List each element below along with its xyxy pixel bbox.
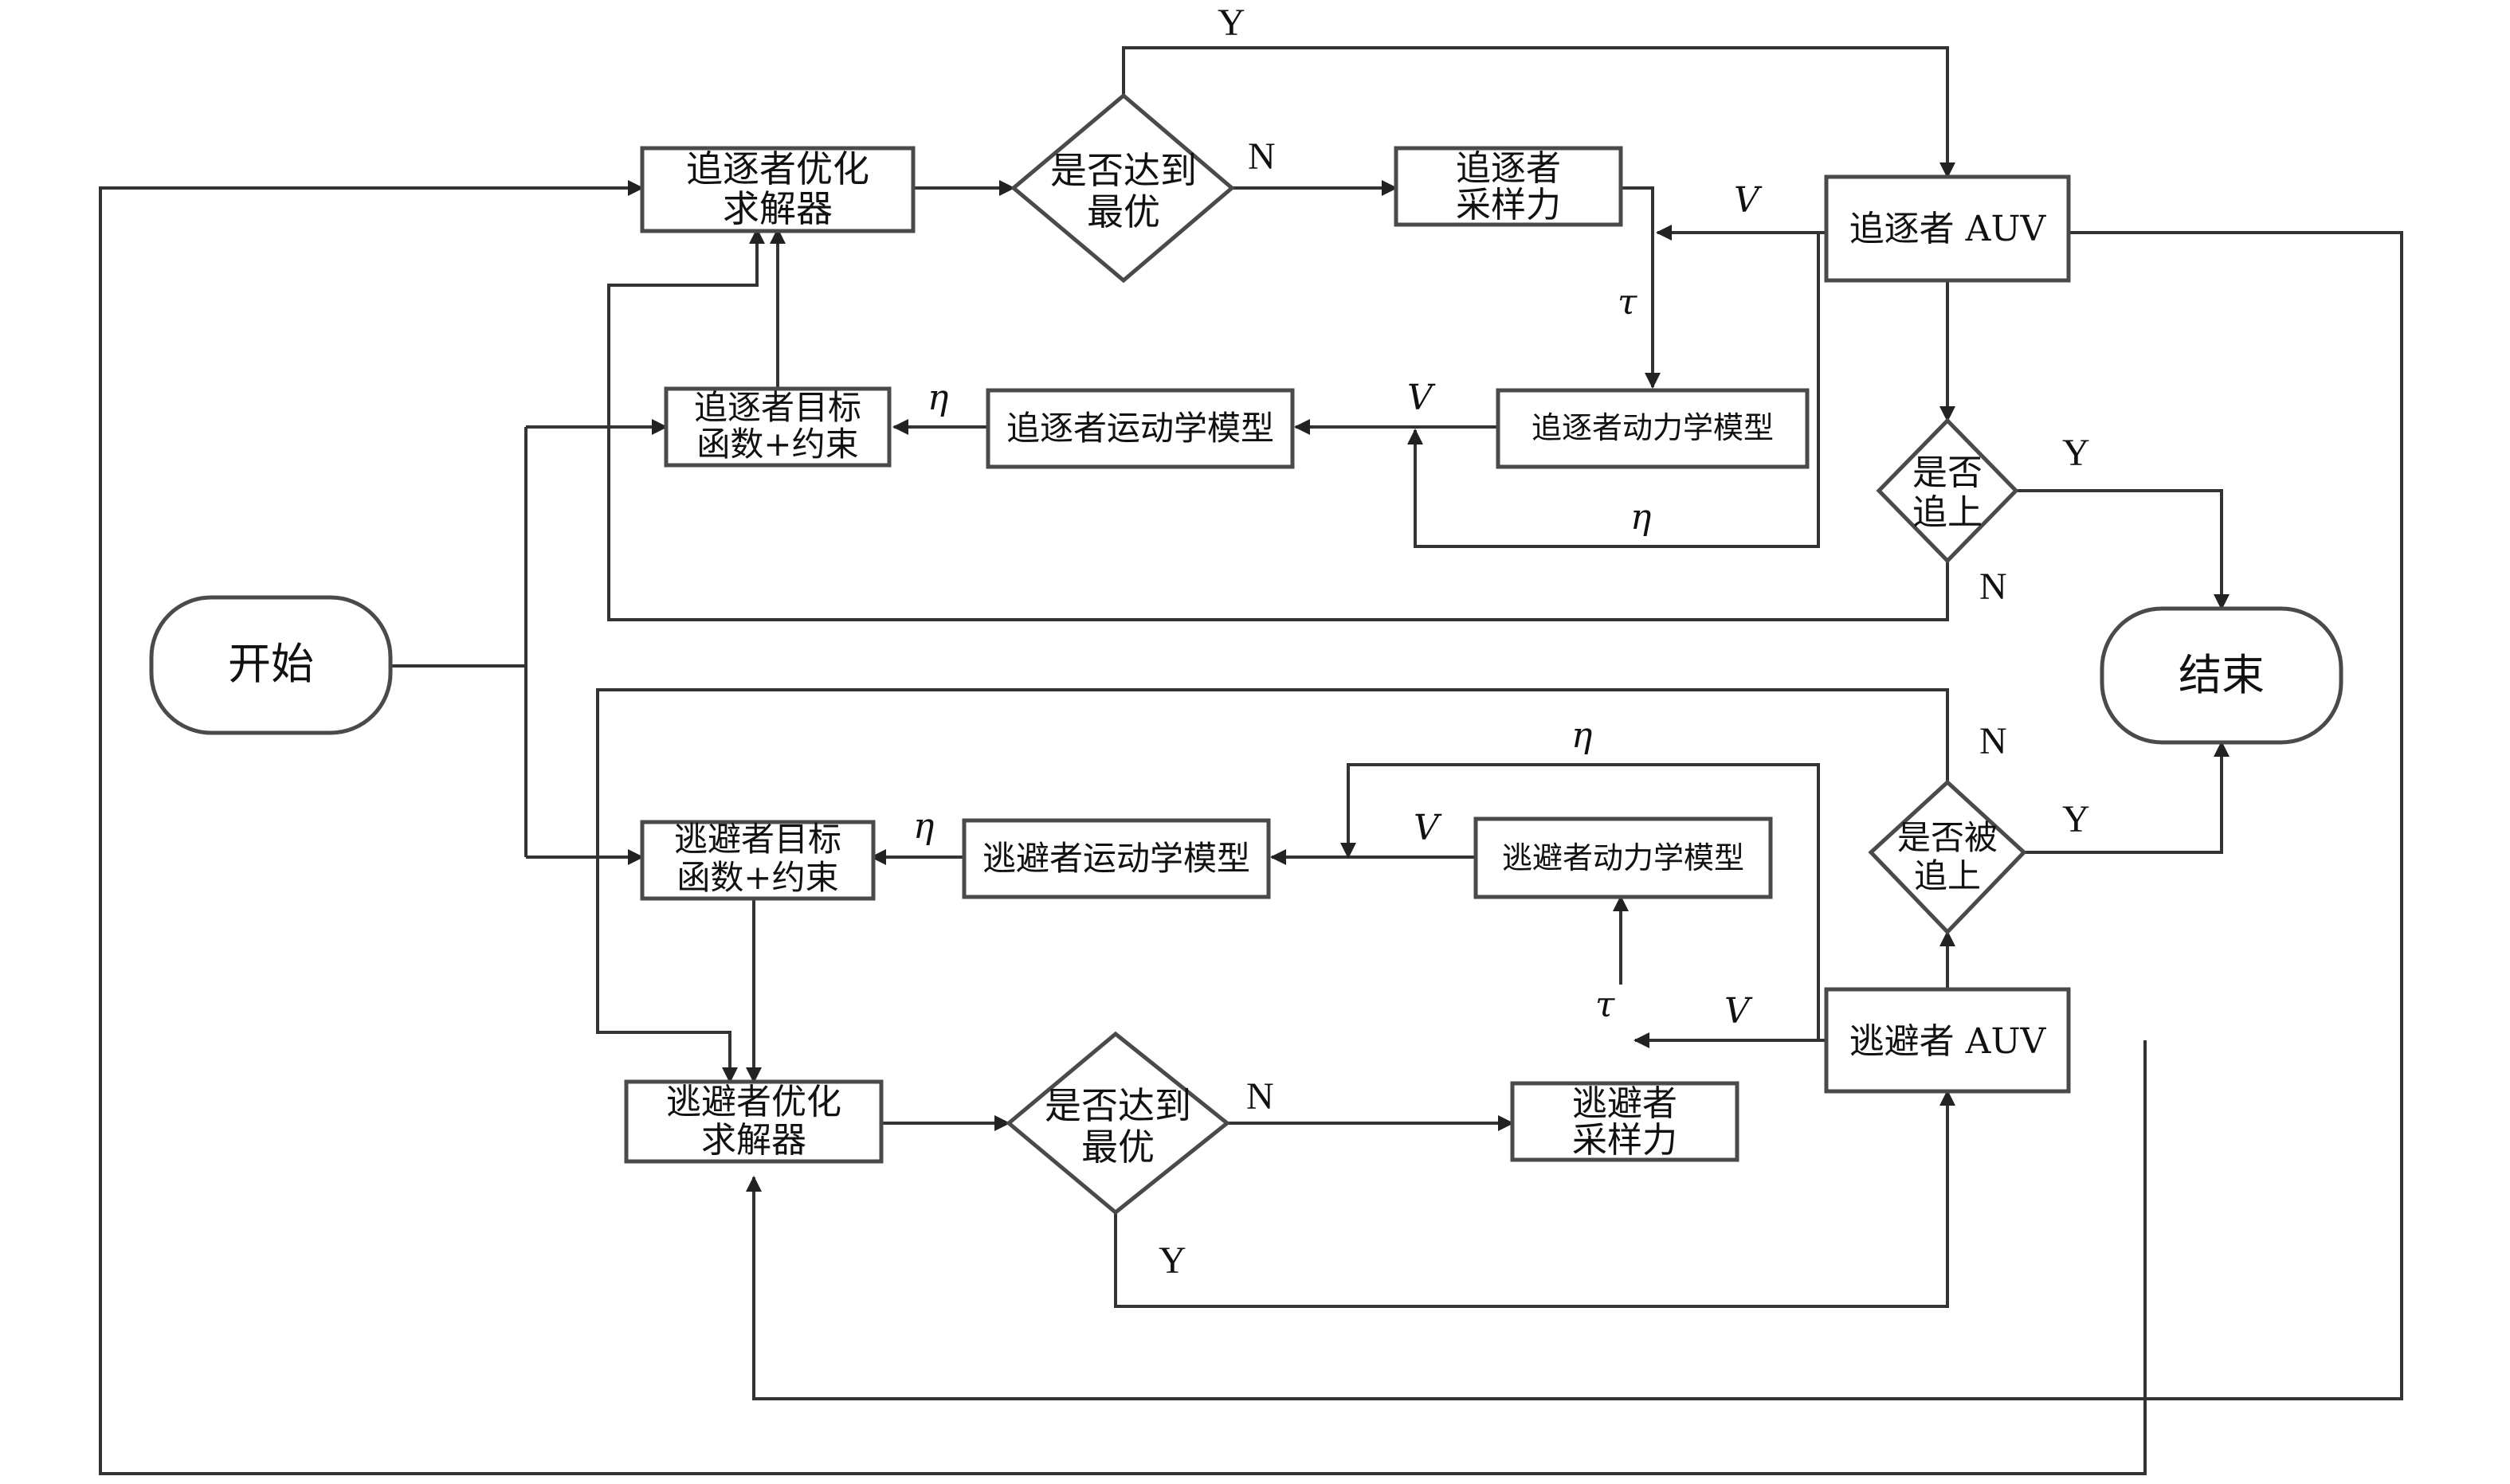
pursuer-sampling-line1: 追逐者 (1456, 148, 1561, 189)
pursuer-caught-no-label: N (1979, 566, 2007, 608)
pursuer-optimal-decision: 是否达到 最优 (1010, 92, 1235, 284)
evader-opt-no-label: N (1246, 1075, 1274, 1118)
pursuer-dynamics-label: 追逐者动力学模型 (1531, 410, 1774, 445)
pursuer-objective-line1: 追逐者目标 (694, 388, 861, 427)
pursuer-eta-label-mid: η (928, 378, 948, 418)
pursuer-opt-no-label: N (1248, 135, 1276, 178)
pursuer-kinematics-box: 追逐者运动学模型 (986, 388, 1295, 469)
evader-tau-label: τ (1595, 985, 1615, 1025)
pursuer-opt-line2: 最优 (1087, 190, 1160, 233)
pursuer-opt-line1: 是否达到 (1050, 149, 1197, 192)
evader-opt-line1: 是否达到 (1045, 1084, 1191, 1127)
evader-v-label-mid: V (1414, 808, 1442, 848)
pursuer-solver-line1: 追逐者优化 (686, 147, 869, 190)
evader-v-label-bottom: V (1724, 991, 1753, 1032)
pursuer-dynamics-box: 追逐者动力学模型 (1496, 388, 1810, 469)
evader-objective-line1: 逃避者目标 (674, 820, 841, 859)
evader-objective-box: 逃避者目标 函数+约束 (640, 820, 876, 901)
pursuer-v-label-top: V (1734, 180, 1763, 221)
evader-solver-line2: 求解器 (701, 1120, 806, 1161)
pursuer-caught-yes-label: Y (2062, 432, 2090, 474)
evader-caught-line2: 追上 (1914, 856, 1981, 895)
pursuer-solver-line2: 求解器 (723, 187, 833, 230)
evader-optimal-decision: 是否达到 最优 (1006, 1031, 1231, 1216)
pursuer-caught-decision: 是否 追上 (1876, 417, 2019, 564)
pursuer-caught-line1: 是否 (1912, 452, 1983, 493)
evader-solver-box: 逃避者优化 求解器 (624, 1079, 884, 1164)
pursuer-caught-line2: 追上 (1912, 492, 1983, 533)
evader-eta-label-loop: η (1571, 715, 1592, 756)
evader-dynamics-label: 逃避者动力学模型 (1502, 840, 1744, 875)
evader-caught-line1: 是否被 (1897, 818, 1998, 857)
evader-kinematics-label: 逃避者运动学模型 (982, 839, 1250, 878)
pursuer-sampling-box: 追逐者 采样力 (1394, 146, 1623, 227)
evader-eta-label-mid: η (913, 806, 934, 847)
evader-kinematics-box: 逃避者运动学模型 (962, 818, 1271, 899)
pursuer-v-label-mid: V (1407, 378, 1436, 418)
evader-auv-box: 逃避者 AUV (1824, 987, 2071, 1094)
connectors (99, 46, 2403, 1475)
evader-caught-decision: 是否被 追上 (1868, 779, 2027, 935)
evader-sampling-line2: 采样力 (1572, 1120, 1677, 1161)
pursuer-solver-box: 追逐者优化 求解器 (640, 146, 916, 233)
pursuer-tau-label: τ (1618, 282, 1637, 323)
evader-solver-line1: 逃避者优化 (666, 1082, 841, 1122)
pursuer-eta-label-loop: η (1630, 497, 1651, 538)
start-label: 开始 (228, 639, 314, 689)
start-terminal: 开始 (149, 595, 393, 735)
pursuer-sampling-line2: 采样力 (1456, 185, 1561, 225)
evader-opt-yes-label: Y (1159, 1239, 1186, 1282)
evader-caught-yes-label: Y (2062, 798, 2090, 840)
edge-labels: Y N V τ V η η Y N η N η V Y τ V N Y (913, 2, 2090, 1282)
evader-objective-line2: 函数+约束 (677, 858, 838, 897)
evader-auv-label: 逃避者 AUV (1849, 1021, 2047, 1062)
evader-sampling-box: 逃避者 采样力 (1510, 1081, 1739, 1162)
end-label: 结束 (2179, 650, 2265, 700)
pursuer-opt-yes-label: Y (1218, 2, 1245, 44)
pursuer-kinematics-label: 追逐者运动学模型 (1006, 409, 1274, 448)
evader-opt-line2: 最优 (1081, 1126, 1155, 1169)
pursuer-auv-box: 追逐者 AUV (1824, 174, 2071, 283)
pursuer-objective-box: 追逐者目标 函数+约束 (664, 386, 892, 468)
evader-caught-no-label: N (1979, 720, 2007, 762)
pursuer-auv-label: 追逐者 AUV (1849, 209, 2047, 249)
pursuer-objective-line2: 函数+约束 (696, 425, 858, 464)
end-terminal: 结束 (2100, 606, 2343, 745)
evader-sampling-line1: 逃避者 (1572, 1083, 1677, 1124)
evader-dynamics-box: 逃避者动力学模型 (1473, 816, 1773, 899)
